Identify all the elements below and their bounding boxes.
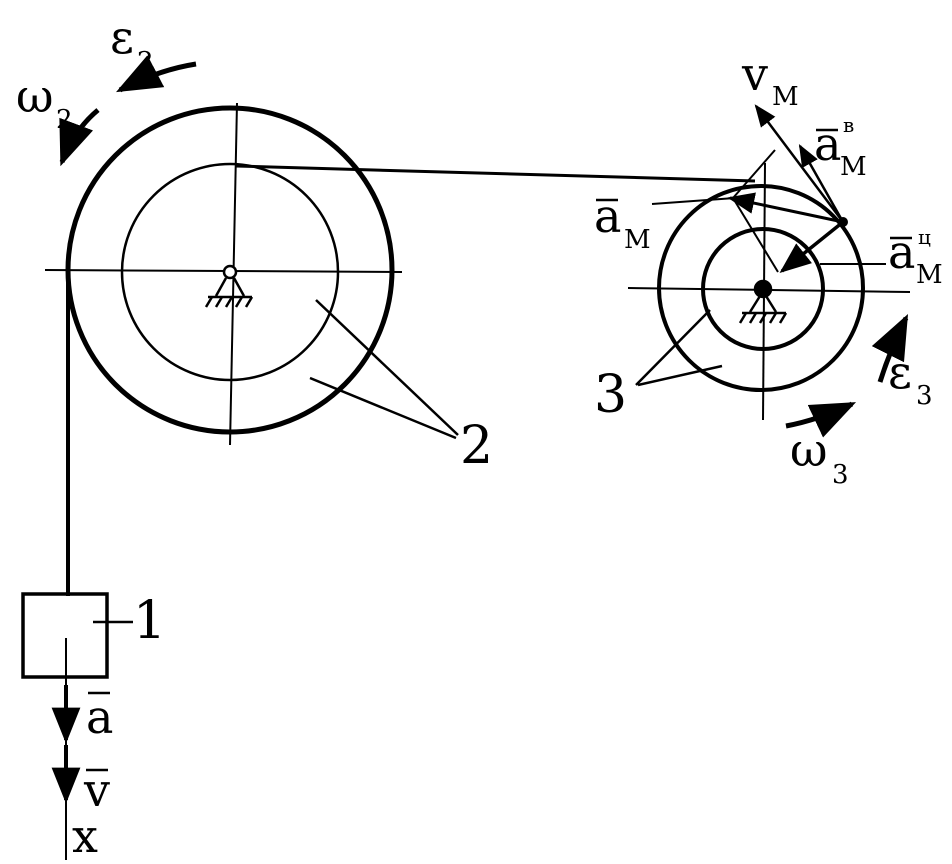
body-2-label: 2: [460, 416, 493, 476]
x-axis-label: x: [72, 809, 98, 863]
tangential-accel-arrow: [798, 144, 845, 223]
epsilon-2-arrow: [116, 55, 197, 93]
omega-2-label: ω 2: [16, 69, 73, 135]
svg-text:ε: ε: [110, 10, 134, 64]
velocity-m-label: v М: [741, 47, 799, 112]
wheel-3-pivot-support: [738, 279, 788, 324]
velocity-symbol: v: [83, 763, 110, 817]
svg-text:a: a: [594, 189, 621, 243]
svg-text:a: a: [888, 225, 915, 279]
epsilon-3-label: ε 3: [888, 345, 933, 411]
belt-top: [235, 164, 756, 183]
omega-3-label: ω 3: [790, 423, 849, 490]
epsilon-3-arrow: [871, 313, 909, 383]
svg-text:ω: ω: [16, 69, 54, 123]
centripetal-accel-label: a ц М: [888, 225, 943, 290]
svg-text:2: 2: [56, 105, 73, 135]
body-1-label: 1: [133, 591, 166, 651]
tangential-accel-label: a в М: [814, 113, 867, 182]
svg-text:v: v: [741, 47, 768, 101]
total-accel-arrow: [727, 192, 844, 224]
omega-2-arrow: [59, 108, 100, 167]
body-2-leader-inner: [315, 299, 459, 436]
wheel-2: [44, 102, 403, 446]
centripetal-accel-arrow: [779, 220, 845, 273]
velocity-label: v: [83, 763, 110, 817]
svg-text:в: в: [843, 113, 854, 137]
svg-text:2: 2: [137, 47, 154, 77]
svg-text:ω: ω: [790, 423, 828, 477]
svg-text:М: М: [624, 225, 651, 255]
svg-text:a: a: [814, 117, 841, 171]
acceleration-symbol: a: [86, 690, 113, 744]
omega-3-arrow: [785, 401, 857, 438]
wheel-3: [627, 162, 911, 421]
construction-line-2: [732, 197, 779, 273]
body-3-leader-inner: [635, 309, 711, 386]
body-1: 1: [21, 591, 166, 679]
construction-line-1: [732, 149, 776, 199]
total-accel-leader: [651, 197, 736, 205]
wheel-2-pivot-support: [204, 264, 254, 308]
svg-text:М: М: [772, 82, 799, 112]
body-2-leader-outer: [309, 376, 457, 440]
svg-text:3: 3: [832, 460, 849, 490]
epsilon-2-label: ε 2: [110, 10, 154, 77]
svg-text:ц: ц: [918, 225, 931, 249]
svg-text:М: М: [840, 152, 867, 182]
total-accel-label: a М: [594, 189, 651, 255]
acceleration-label: a: [86, 690, 113, 744]
body-3-leader-outer: [637, 364, 723, 387]
svg-text:3: 3: [916, 381, 933, 411]
svg-text:ε: ε: [888, 345, 912, 399]
svg-text:М: М: [916, 260, 943, 290]
body-3-label: 3: [594, 365, 627, 425]
